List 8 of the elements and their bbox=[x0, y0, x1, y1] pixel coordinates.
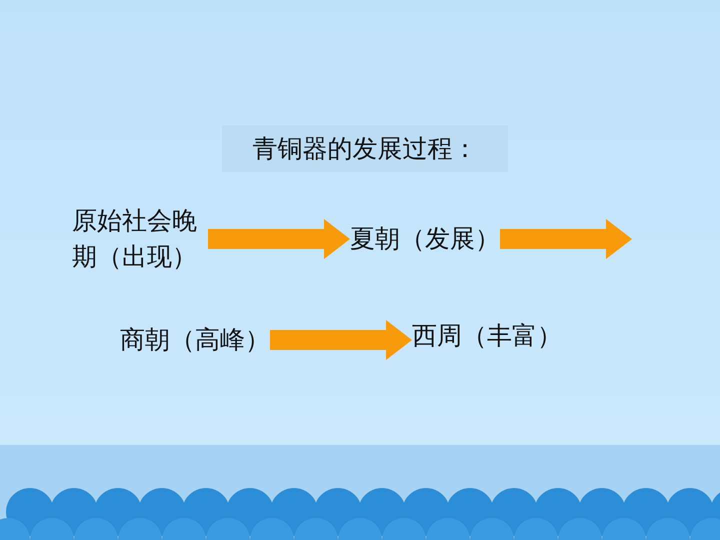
arrow bbox=[500, 219, 632, 259]
stage-text: 夏朝（发展） bbox=[350, 224, 500, 253]
stage-text: 原始社会晚期（出现） bbox=[72, 206, 197, 271]
arrow bbox=[208, 219, 350, 259]
arrow bbox=[270, 320, 412, 360]
stage-text: 商朝（高峰） bbox=[120, 325, 270, 354]
stage-text: 西周（丰富） bbox=[412, 321, 562, 350]
title-box: 青铜器的发展过程： bbox=[222, 125, 508, 172]
